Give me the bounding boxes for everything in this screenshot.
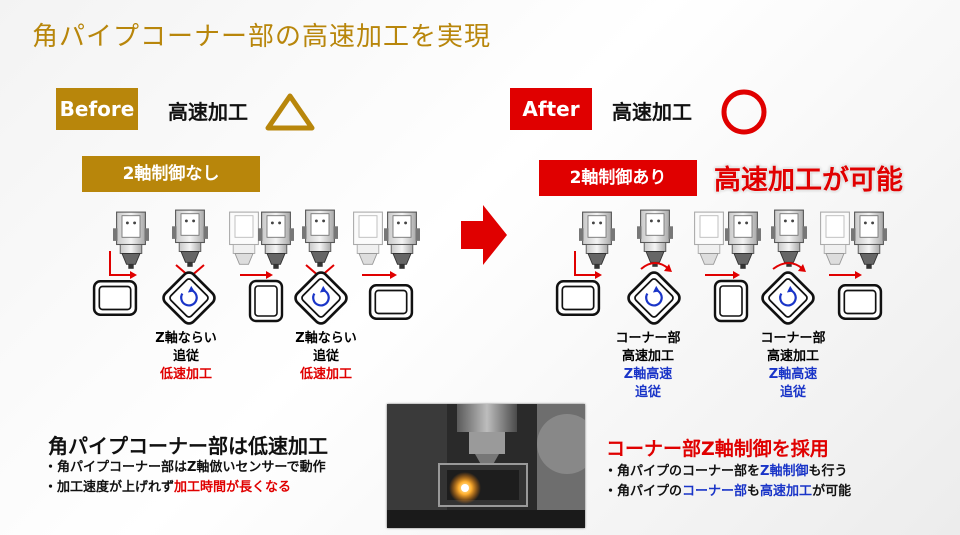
before-bullet-2: ・加工速度が上げれず加工時間が長くなる xyxy=(44,478,291,497)
after-bullet-1: ・角パイプのコーナー部をZ軸制御も行う xyxy=(604,462,847,481)
caption-line: Z軸ならい xyxy=(155,331,217,346)
before-control-band: 2軸制御なし xyxy=(82,156,260,192)
caption-line: 追従 xyxy=(172,349,199,364)
after-speed-label: 高速加工 xyxy=(612,100,692,124)
after-bullet-2: ・角パイプのコーナー部も高速加工が可能 xyxy=(604,482,851,501)
caption-line-highlight: Z軸高速 xyxy=(768,367,818,382)
square-pipe-icon xyxy=(291,268,351,328)
square-pipe-icon xyxy=(837,284,883,320)
before-bullet-1: ・角パイプコーナー部はZ軸倣いセンサーで動作 xyxy=(44,460,326,475)
laser-head-icon xyxy=(229,211,259,265)
square-pipe-icon xyxy=(92,280,138,316)
bullet-highlight: Z軸制御 xyxy=(760,464,809,479)
caption-line-highlight: 追従 xyxy=(634,385,661,400)
red-right-arrow-icon xyxy=(461,205,507,265)
after-caption-2: コーナー部 高速加工 Z軸高速 追従 xyxy=(743,330,843,402)
bullet-highlight: 加工時間が長くなる xyxy=(174,480,292,495)
after-process-diagram xyxy=(555,209,887,328)
caption-line: 高速加工 xyxy=(621,349,674,364)
bullet-highlight: 高速加工 xyxy=(760,484,813,499)
square-pipe-icon xyxy=(248,279,284,323)
caption-line: 高速加工 xyxy=(766,349,819,364)
before-caption-2: Z軸ならい 追従 低速加工 xyxy=(276,330,376,384)
laser-head-icon xyxy=(725,211,761,270)
before-speed-label: 高速加工 xyxy=(168,100,248,124)
square-pipe-icon xyxy=(758,268,818,328)
caption-line-highlight: Z軸高速 xyxy=(623,367,673,382)
laser-head-icon xyxy=(820,211,850,265)
laser-head-icon xyxy=(384,211,420,270)
caption-line-highlight: 低速加工 xyxy=(299,367,352,382)
bullet-text: ・角パイプのコーナー部を xyxy=(604,464,761,479)
laser-head-icon xyxy=(113,211,149,270)
after-control-band: 2軸制御あり xyxy=(539,160,697,196)
bullet-text: ・加工速度が上げれず xyxy=(44,480,175,495)
laser-head-icon xyxy=(694,211,724,265)
capable-label: 高速加工が可能 xyxy=(714,165,903,196)
caption-line-highlight: 追従 xyxy=(779,385,806,400)
caption-line: コーナー部 xyxy=(615,331,681,346)
before-caption-1: Z軸ならい 追従 低速加工 xyxy=(136,330,236,384)
after-tag: After xyxy=(510,88,592,130)
bullet-text: も行う xyxy=(808,464,848,479)
laser-head-icon xyxy=(302,209,338,268)
square-pipe-icon xyxy=(624,268,684,328)
circle-icon xyxy=(721,89,767,135)
bullet-text: ・角パイプの xyxy=(604,484,683,499)
laser-head-icon xyxy=(172,209,208,268)
caption-line-highlight: 低速加工 xyxy=(159,367,212,382)
triangle-icon xyxy=(265,93,315,131)
after-heading: コーナー部Z軸制御を採用 xyxy=(606,438,829,460)
laser-cutting-photo xyxy=(387,404,585,528)
square-pipe-icon xyxy=(159,268,219,328)
caption-line: 追従 xyxy=(312,349,339,364)
after-caption-1: コーナー部 高速加工 Z軸高速 追従 xyxy=(598,330,698,402)
laser-head-icon xyxy=(353,211,383,265)
caption-line: コーナー部 xyxy=(760,331,826,346)
laser-head-icon xyxy=(258,211,294,270)
bullet-text: が可能 xyxy=(812,484,852,499)
laser-head-icon xyxy=(637,209,673,268)
laser-cutting-photo-illustration xyxy=(387,404,585,528)
laser-head-icon xyxy=(579,211,615,270)
before-process-diagram xyxy=(92,209,420,328)
page-title: 角パイプコーナー部の高速加工を実現 xyxy=(32,22,492,52)
square-pipe-icon xyxy=(555,280,601,316)
square-pipe-icon xyxy=(713,279,749,323)
before-tag: Before xyxy=(56,88,138,130)
square-pipe-icon xyxy=(368,284,414,320)
bullet-highlight: コーナー部 xyxy=(682,484,748,499)
laser-head-icon xyxy=(851,211,887,270)
laser-head-icon xyxy=(771,209,807,268)
caption-line: Z軸ならい xyxy=(295,331,357,346)
bullet-text: も xyxy=(747,484,761,499)
before-heading: 角パイプコーナー部は低速加工 xyxy=(48,434,328,458)
